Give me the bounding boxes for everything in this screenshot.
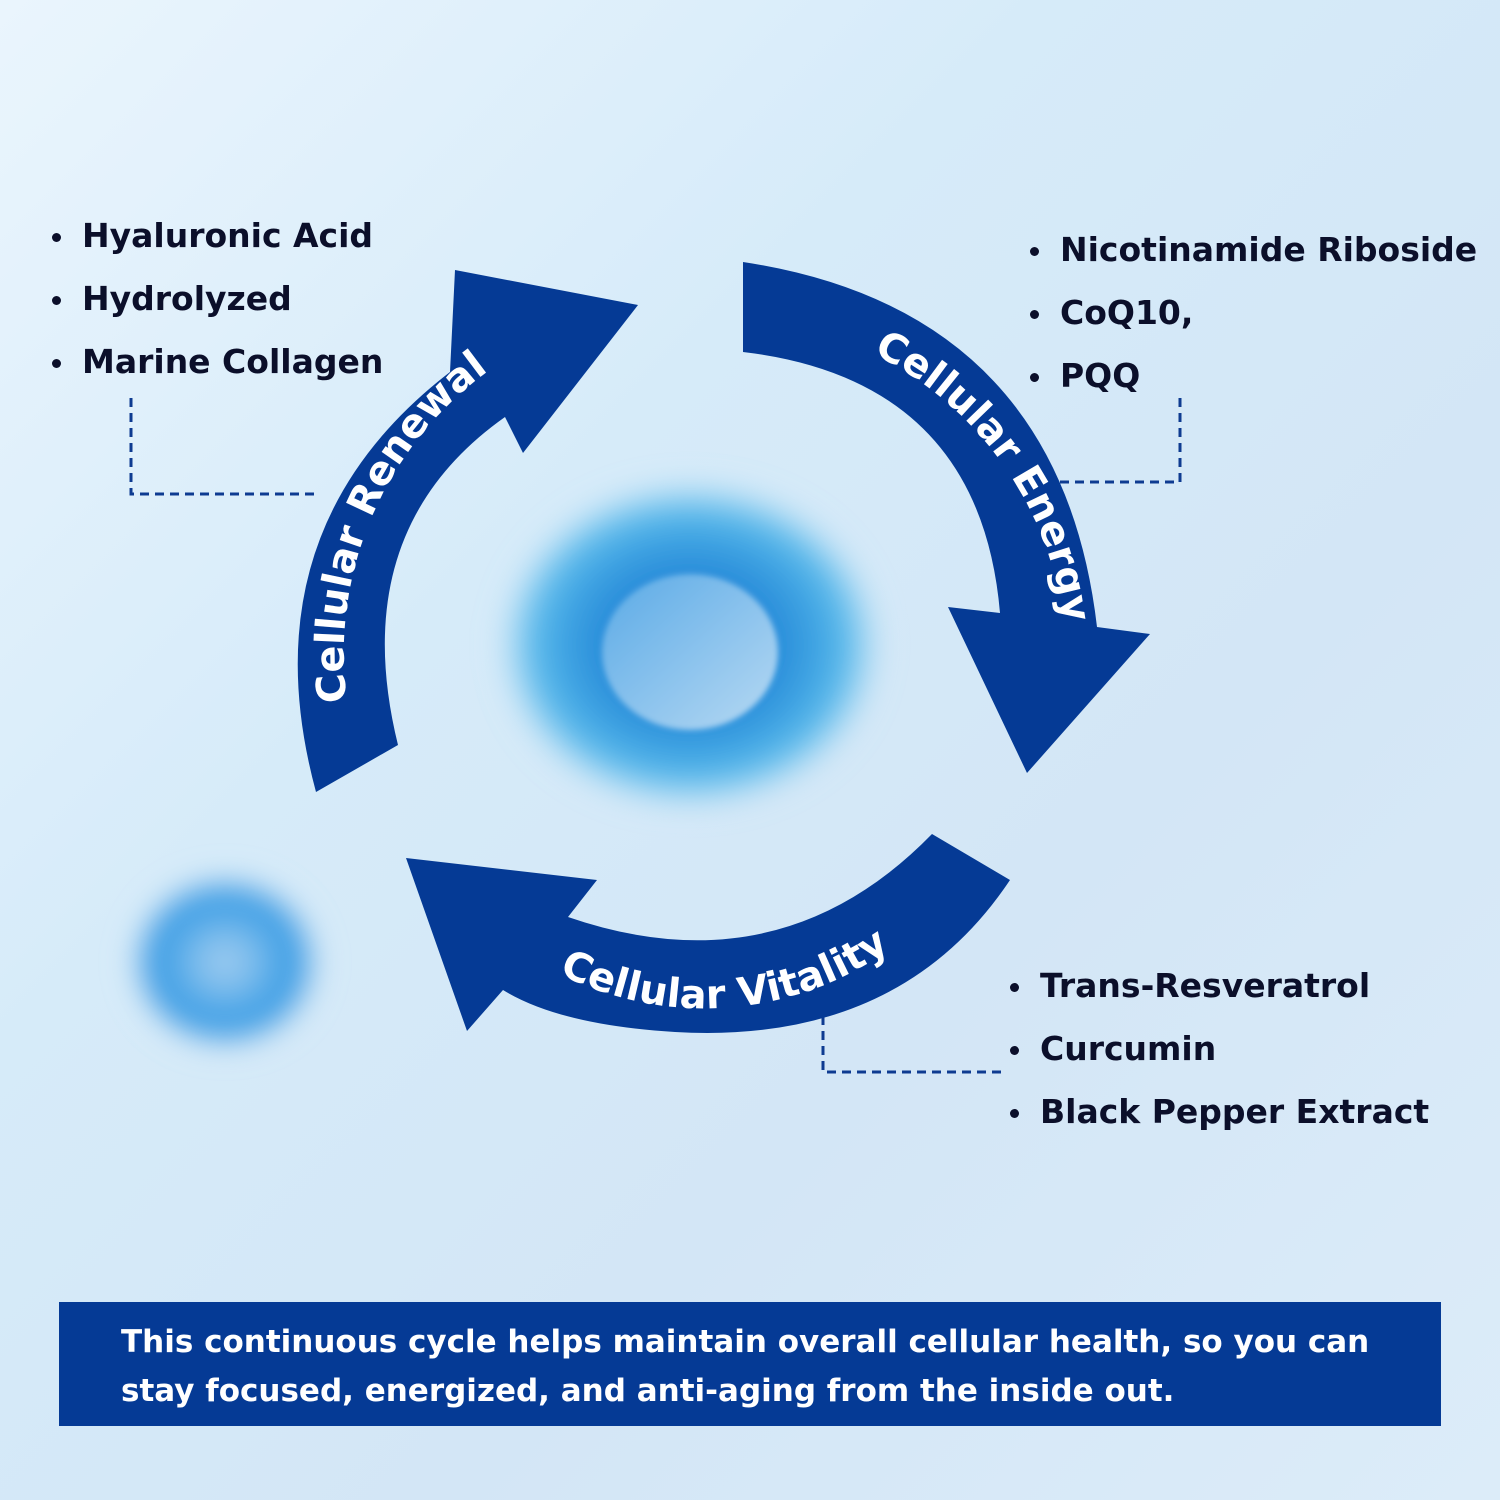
caption-banner: This continuous cycle helps maintain ove… [59, 1302, 1441, 1426]
energy-arrow-shape [743, 262, 1150, 773]
cell-illustration [500, 483, 880, 807]
list-item: Curcumin [1008, 1029, 1429, 1092]
list-item: Black Pepper Extract [1008, 1092, 1429, 1155]
caption-text: This continuous cycle helps maintain ove… [121, 1324, 1370, 1409]
list-item: Trans-Resveratrol [1008, 966, 1429, 1029]
vitality-ingredient-list: Trans-Resveratrol Curcumin Black Pepper … [1008, 966, 1429, 1155]
list-item: Hydrolyzed [50, 279, 383, 342]
list-item: CoQ10, [1028, 293, 1477, 356]
list-item: Nicotinamide Riboside [1028, 230, 1477, 293]
renewal-ingredient-list: Hyaluronic Acid Hydrolyzed Marine Collag… [50, 216, 383, 405]
list-item: PQQ [1028, 356, 1477, 419]
list-item: Hyaluronic Acid [50, 216, 383, 279]
energy-connector-line [1060, 398, 1182, 484]
renewal-arrow-shape [297, 270, 638, 792]
vitality-connector-line [821, 1016, 1002, 1074]
energy-ingredient-list: Nicotinamide Riboside CoQ10, PQQ [1028, 230, 1477, 419]
small-cell-illustration [125, 870, 325, 1054]
vitality-arrow-shape [406, 834, 1010, 1033]
list-item: Marine Collagen [50, 342, 383, 405]
renewal-connector-line [129, 398, 318, 496]
